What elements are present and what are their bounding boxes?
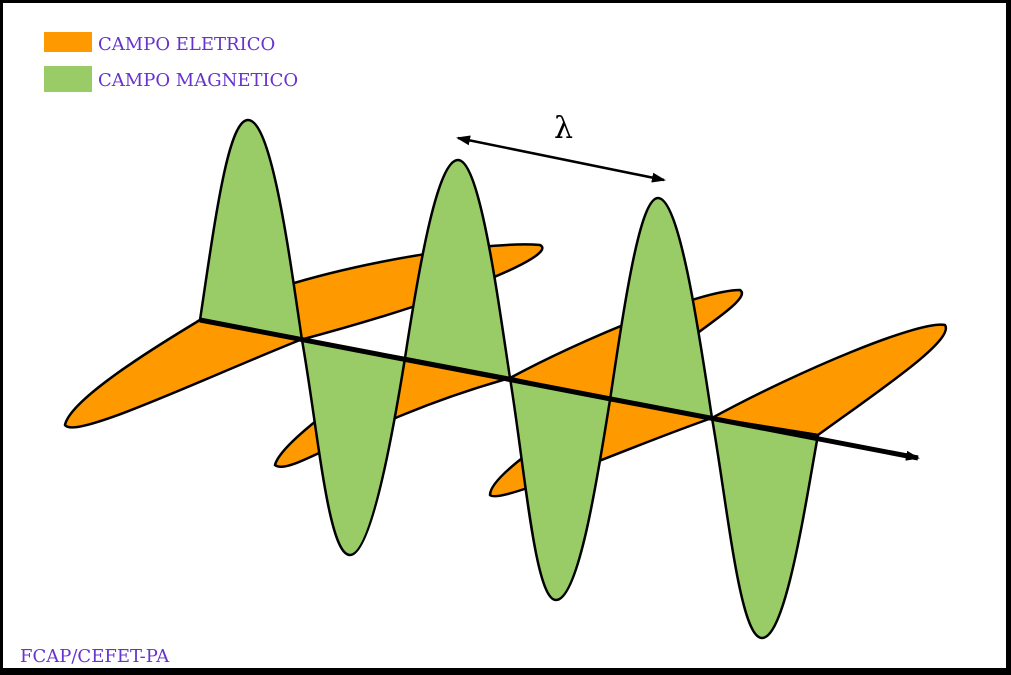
propagation-axis [199, 317, 920, 461]
legend-label-magnetic: CAMPO MAGNETICO [98, 70, 298, 91]
magnetic-lobe [403, 158, 512, 380]
electric-lobe [63, 318, 305, 429]
wavelength-arrow [456, 135, 666, 183]
legend-swatch-magnetic [44, 66, 92, 92]
magnetic-lobe [508, 376, 612, 602]
magnetic-lobe [300, 338, 407, 557]
wavelength-symbol: λ [554, 111, 573, 146]
legend-swatch-electric [44, 32, 92, 52]
electric-lobe [708, 323, 948, 437]
magnetic-lobe [608, 196, 714, 420]
magnetic-lobe [710, 416, 820, 640]
credit-text: FCAP/CEFET-PA [20, 646, 170, 667]
magnetic-lobe [198, 118, 304, 342]
magnetic-field [198, 118, 820, 640]
legend-label-electric: CAMPO ELETRICO [98, 34, 275, 55]
